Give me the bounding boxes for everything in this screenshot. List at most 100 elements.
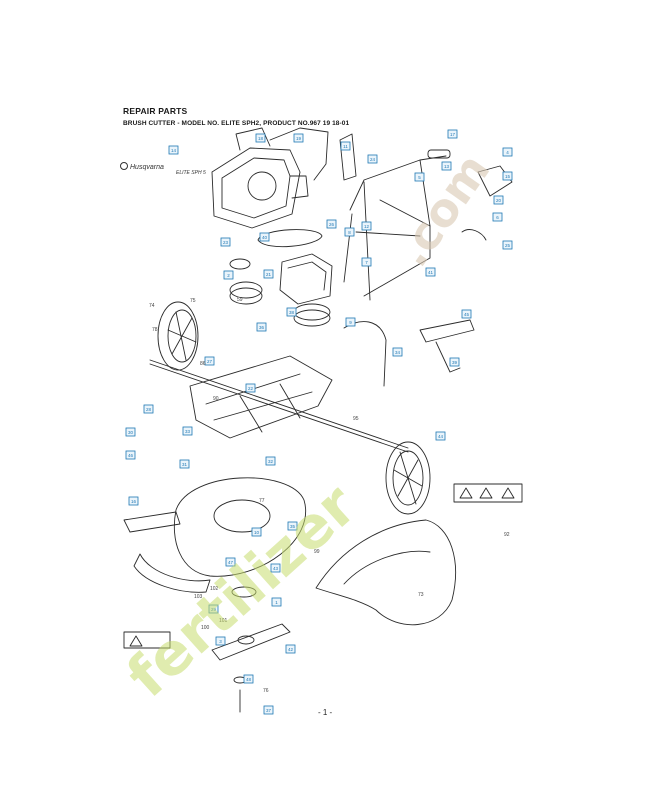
- warning-label-strip: [453, 483, 523, 503]
- callout-frame: [243, 674, 254, 684]
- callout-number: 18: [258, 136, 264, 141]
- callout-frame: [263, 705, 274, 715]
- callout-box: 3: [215, 636, 226, 646]
- callout-box: 18: [255, 133, 266, 143]
- reference-number: 75: [190, 298, 196, 304]
- callout-number: 4: [506, 150, 509, 155]
- callout-box: 48: [243, 674, 254, 684]
- callout-box: 12: [361, 221, 372, 231]
- callout-number: 23: [223, 240, 229, 245]
- callout-number: 13: [444, 164, 450, 169]
- chassis-frame: [189, 355, 333, 439]
- callout-number: 45: [464, 312, 470, 317]
- drive-belt: [257, 229, 323, 248]
- callout-frame: [223, 270, 234, 280]
- callout-number: 28: [146, 407, 152, 412]
- brand-logo-text: Husqvarna: [130, 164, 164, 171]
- callout-frame: [447, 129, 458, 139]
- callout-number: 6: [496, 215, 499, 220]
- page-title: REPAIR PARTS: [123, 106, 188, 116]
- callout-frame: [265, 456, 276, 466]
- callout-number: 11: [343, 144, 348, 149]
- callout-box: 35: [287, 521, 298, 531]
- handle-frame: [343, 155, 447, 301]
- reference-number: 74: [149, 303, 155, 309]
- callout-frame: [293, 133, 304, 143]
- callout-number: 47: [228, 560, 234, 565]
- page-number: - 1 -: [318, 708, 333, 717]
- callout-box: 17: [447, 129, 458, 139]
- reference-number: 86: [200, 361, 206, 367]
- callout-frame: [345, 317, 356, 327]
- callout-frame: [179, 459, 190, 469]
- callout-frame: [326, 219, 337, 229]
- callout-frame: [340, 141, 351, 151]
- callout-number: 9: [349, 320, 352, 325]
- callout-frame: [441, 161, 452, 171]
- callout-frame: [215, 636, 226, 646]
- callout-frame: [285, 644, 296, 654]
- callout-frame: [367, 154, 378, 164]
- reference-number: 59: [237, 297, 243, 303]
- callout-box: 8: [344, 227, 355, 237]
- callout-number: 38: [289, 310, 295, 315]
- callout-box: 9: [345, 317, 356, 327]
- engine-assembly: [211, 127, 309, 229]
- callout-frame: [255, 133, 266, 143]
- callout-number: 5: [418, 175, 421, 180]
- callout-box: 16: [128, 496, 139, 506]
- callout-box: 43: [270, 563, 281, 573]
- brand-logo: Husqvarna: [120, 162, 164, 171]
- reference-number: 101: [219, 618, 228, 624]
- callout-frame: [251, 527, 262, 537]
- callout-box: 45: [461, 309, 472, 319]
- callout-number: 31: [182, 462, 188, 467]
- callout-number: 21: [266, 272, 272, 277]
- callout-number: 19: [296, 136, 302, 141]
- callout-number: 20: [496, 198, 502, 203]
- blade: [211, 623, 291, 661]
- callout-frame: [182, 426, 193, 436]
- callout-frame: [143, 404, 154, 414]
- blade-hardware: [231, 586, 257, 713]
- callout-frame: [361, 221, 372, 231]
- callout-frame: [256, 322, 267, 332]
- callout-box: 26: [326, 219, 337, 229]
- callout-number: 42: [288, 647, 294, 652]
- callout-number: 12: [364, 224, 370, 229]
- reference-number: 92: [504, 532, 510, 538]
- callout-frame: [502, 171, 513, 181]
- callout-box: 10: [251, 527, 262, 537]
- callout-box: 24: [367, 154, 378, 164]
- callout-number: 25: [505, 243, 511, 248]
- callout-box: 2: [223, 270, 234, 280]
- callout-number: 2: [227, 273, 230, 278]
- callout-number: 1: [275, 600, 278, 605]
- callout-number: 22: [248, 386, 254, 391]
- callout-number: 3: [219, 639, 222, 644]
- callout-box: 6: [492, 212, 503, 222]
- reference-number: 73: [418, 592, 424, 598]
- logo-mark-icon: [120, 162, 128, 170]
- callout-number: 41: [428, 270, 434, 275]
- left-wheel: [157, 301, 199, 371]
- callout-frame: [502, 147, 513, 157]
- callout-box: 27: [204, 356, 215, 366]
- handle-grip-parts: [339, 133, 513, 241]
- reference-number: 100: [201, 625, 210, 631]
- callout-box: 32: [265, 456, 276, 466]
- page-subtitle: BRUSH CUTTER - MODEL NO. ELITE SPH2, PRO…: [123, 120, 350, 127]
- callout-frame: [435, 431, 446, 441]
- callout-number: 33: [185, 429, 191, 434]
- callout-box: 44: [435, 431, 446, 441]
- callout-number: 16: [131, 499, 137, 504]
- engine-cover: [269, 127, 329, 181]
- callout-frame: [208, 604, 219, 614]
- callout-frame: [259, 232, 270, 242]
- callout-frame: [287, 521, 298, 531]
- callout-frame: [245, 383, 256, 393]
- callout-frame: [492, 212, 503, 222]
- callout-box: 31: [179, 459, 190, 469]
